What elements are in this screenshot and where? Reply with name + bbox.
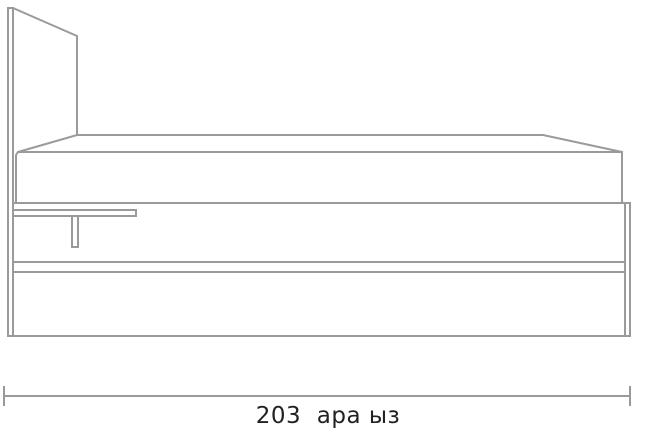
dimension-unit: ара ыз <box>316 403 401 429</box>
dimension-label: 203 ара ыз <box>0 403 656 429</box>
dimension-line <box>3 386 631 406</box>
footboard-strip <box>624 202 631 337</box>
mattress-top <box>17 134 623 153</box>
mattress-body <box>15 151 623 203</box>
headboard-post <box>7 7 14 337</box>
dimension-value: 203 <box>255 403 302 429</box>
bed-base <box>12 202 631 337</box>
base-frame <box>12 202 626 337</box>
mattress <box>15 134 623 203</box>
headboard-panel <box>12 7 78 135</box>
side-shelf <box>12 209 137 248</box>
headboard <box>7 7 78 337</box>
shelf-support <box>71 215 79 248</box>
